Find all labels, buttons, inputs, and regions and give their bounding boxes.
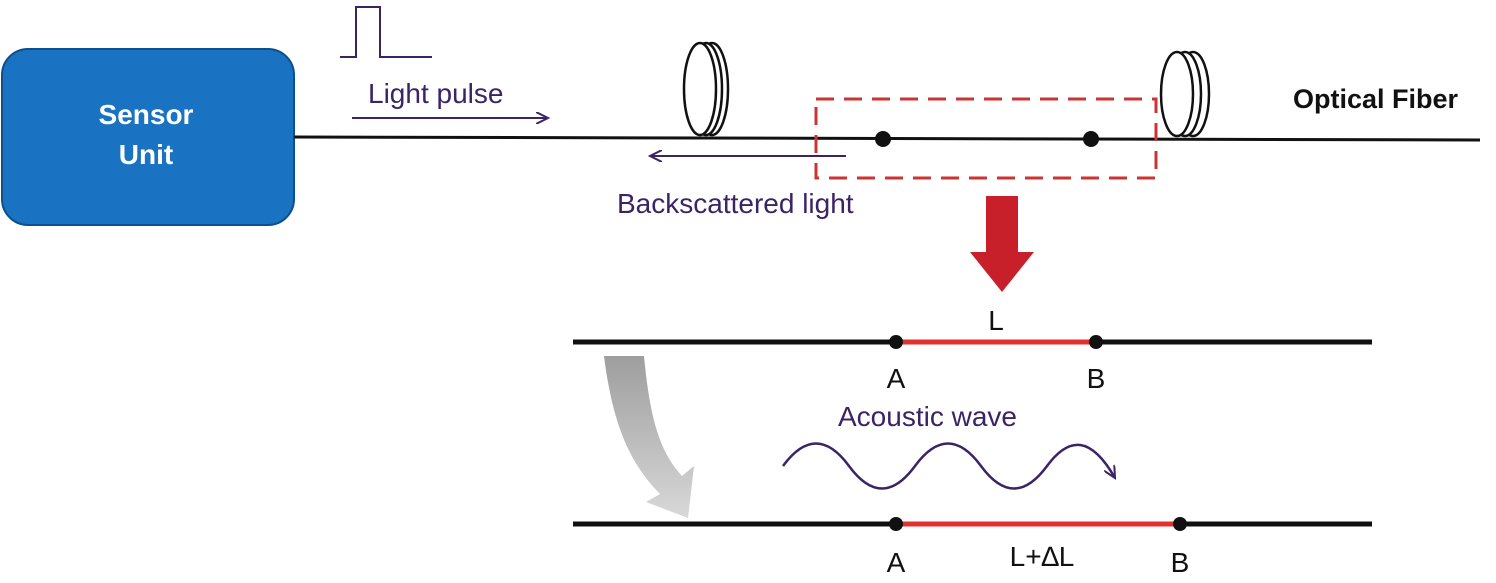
fiber-coil-left-icon xyxy=(682,41,730,137)
acoustic-wave-label: Acoustic wave xyxy=(838,401,1017,432)
zoom-down-arrow-icon xyxy=(970,196,1034,292)
fiber-point-b-dot xyxy=(1083,131,1099,147)
sensor-unit-label-line2: Unit xyxy=(119,139,173,170)
dashed-selection-box xyxy=(814,97,1158,180)
segment-after-length-label: L+∆L xyxy=(1010,541,1075,572)
segment-before-length-label: L xyxy=(988,305,1004,336)
fiber-point-a-dot xyxy=(875,131,891,147)
fiber-coil-right-icon xyxy=(1159,50,1211,138)
transition-curved-arrow-icon xyxy=(604,356,694,518)
acoustic-wave-icon xyxy=(781,442,1115,490)
sensor-unit-label-line1: Sensor xyxy=(99,99,194,130)
optical-fiber-label: Optical Fiber xyxy=(1293,84,1459,114)
segment-before: L A B xyxy=(573,305,1372,394)
segment-before-point-b-dot xyxy=(1089,335,1103,349)
backscattered-light-label: Backscattered light xyxy=(617,188,854,219)
segment-after-point-a-dot xyxy=(889,517,903,531)
segment-after-point-b-dot xyxy=(1173,517,1187,531)
segment-before-point-a-dot xyxy=(889,335,903,349)
segment-before-point-b-label: B xyxy=(1087,363,1106,394)
light-pulse-label: Light pulse xyxy=(368,78,503,109)
segment-after-point-b-label: B xyxy=(1171,547,1190,578)
segment-after: L+∆L A B xyxy=(573,517,1372,578)
segment-before-point-a-label: A xyxy=(887,363,906,394)
sensor-unit: Sensor Unit xyxy=(1,48,295,226)
pulse-waveform-icon xyxy=(340,6,432,58)
segment-after-point-a-label: A xyxy=(887,547,906,578)
